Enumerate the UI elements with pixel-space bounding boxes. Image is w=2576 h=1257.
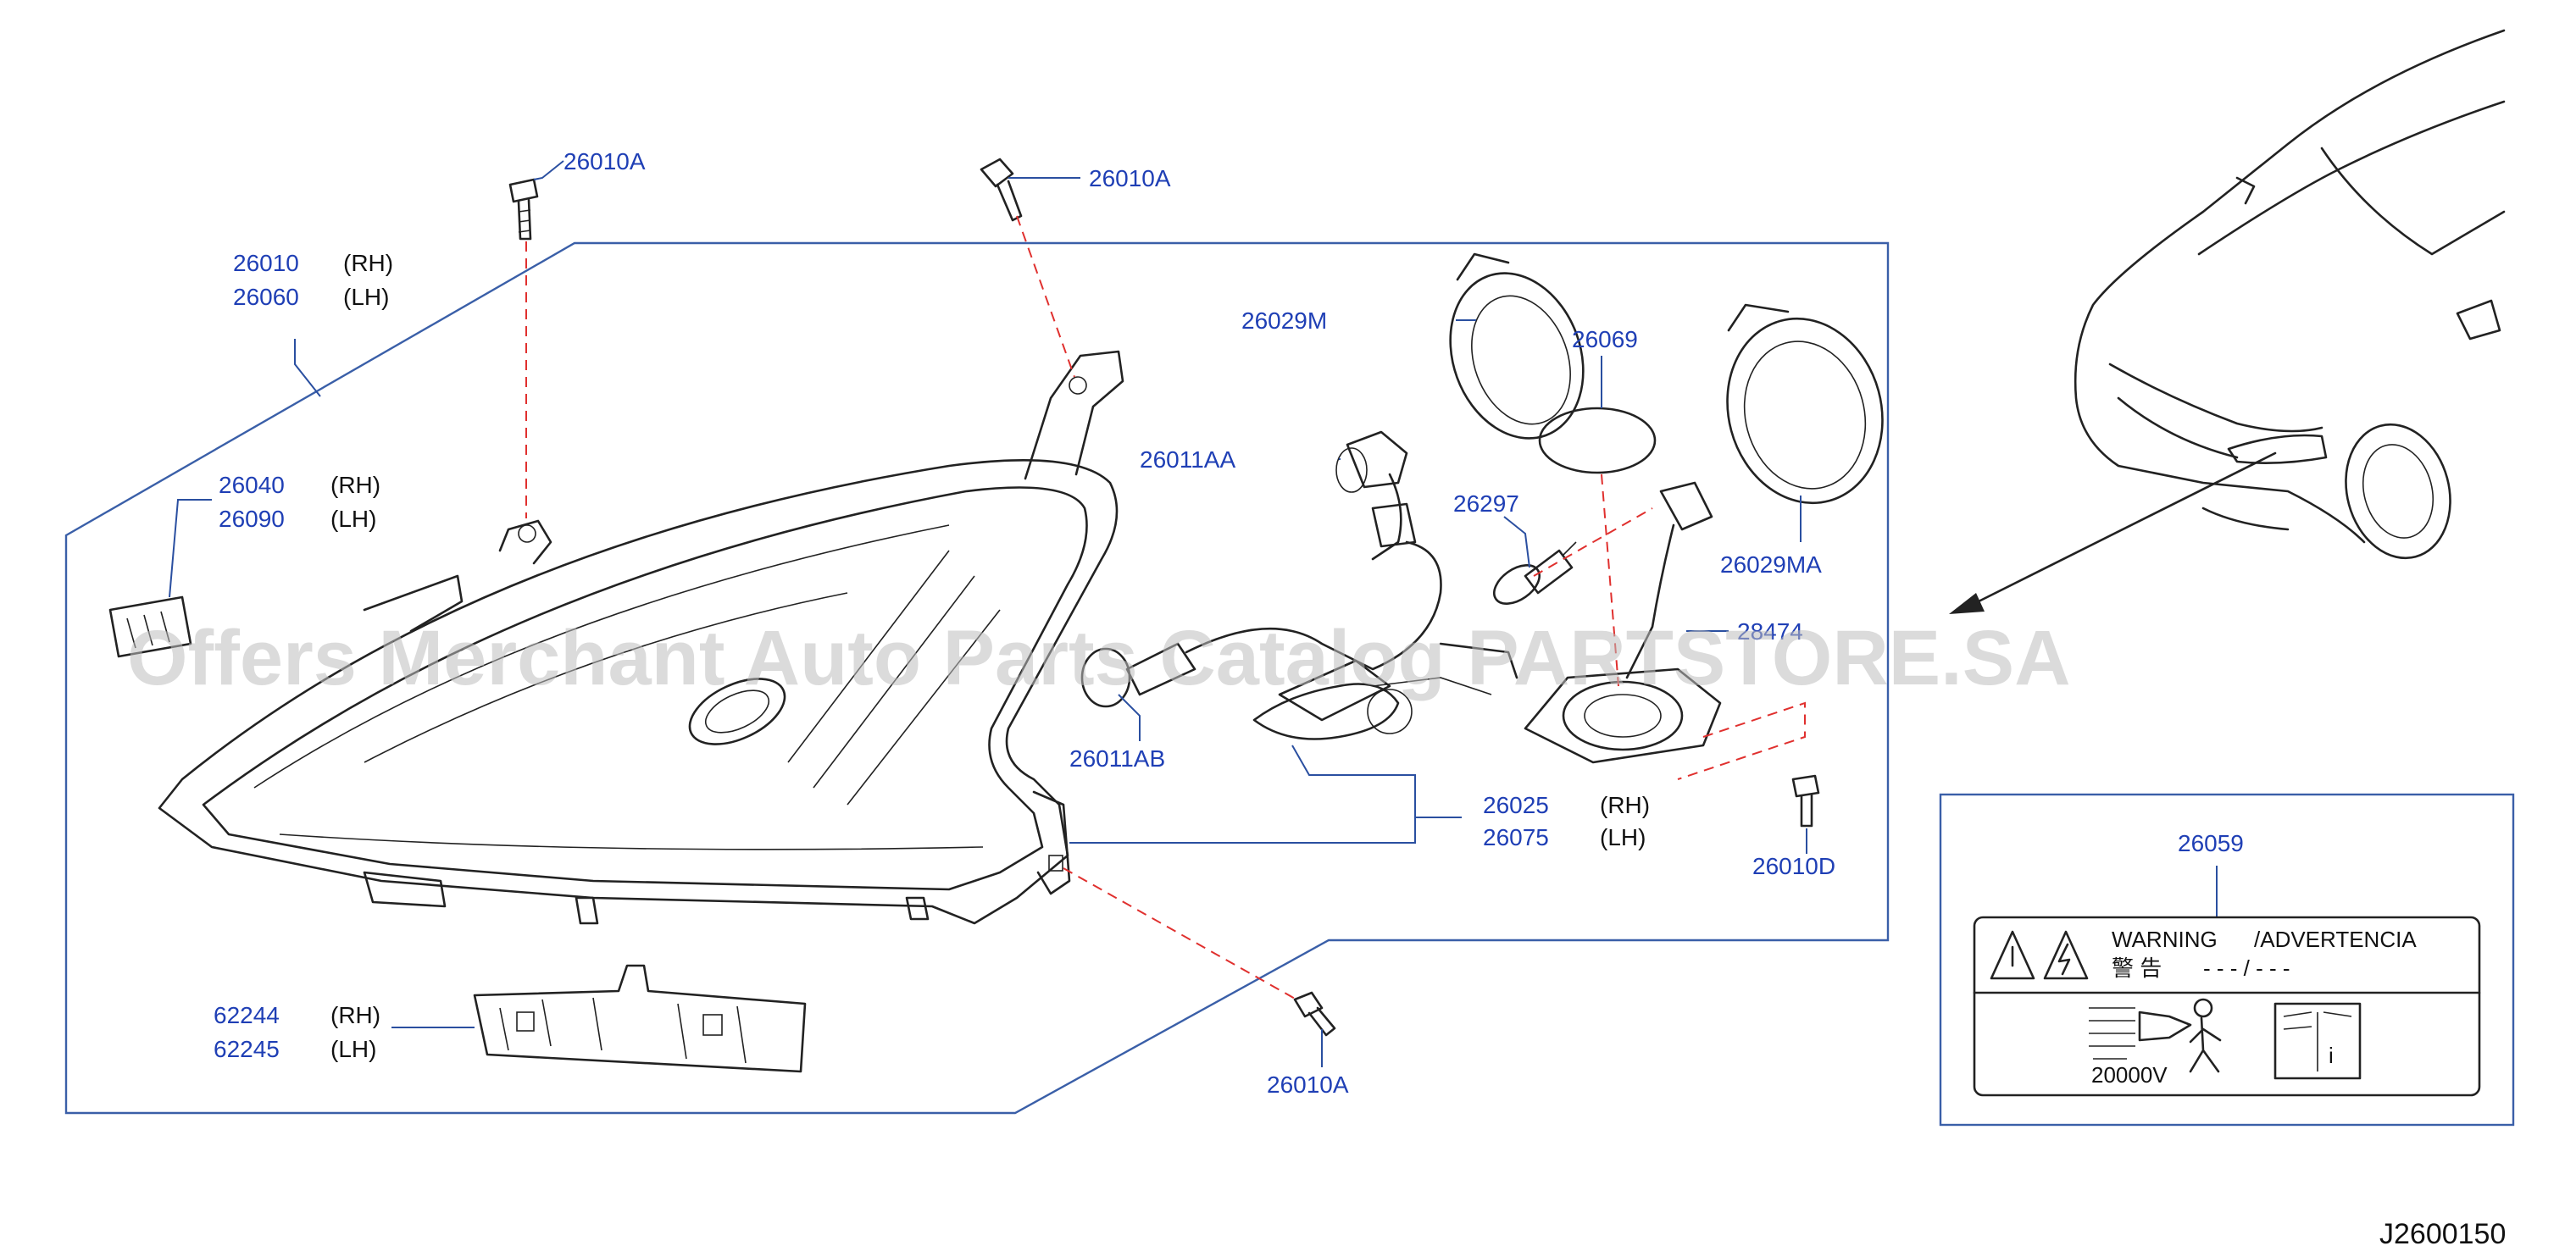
callout-26029M: 26029M: [1241, 307, 1327, 334]
bolt-26010A-top-center: [980, 158, 1023, 222]
hazard-pictogram-icon: [2089, 998, 2222, 1073]
label-advertencia-text: /ADVERTENCIA: [2254, 927, 2417, 952]
label-dashes-text: - - - / - - -: [2203, 955, 2290, 981]
side-lh-26060: (LH): [343, 284, 389, 310]
callout-26090: 26090: [219, 506, 285, 532]
side-rh-26010: (RH): [343, 250, 393, 276]
callout-26010D: 26010D: [1752, 853, 1835, 879]
headlamp-housing: [158, 350, 1124, 925]
side-lh-62245: (LH): [330, 1036, 376, 1062]
dash-line-3: [1063, 867, 1297, 1000]
bracket-62244: [473, 964, 807, 1073]
callout-26010: 26010: [233, 250, 299, 276]
side-rh-26040: (RH): [330, 472, 380, 498]
diagram-code: J2600150: [2379, 1218, 2506, 1250]
callout-28474: 28474: [1737, 618, 1803, 645]
car-illustration: [1949, 29, 2506, 614]
car-arrow-head: [1949, 593, 1985, 614]
callout-26029MA: 26029MA: [1720, 551, 1822, 578]
callout-62245: 62245: [214, 1036, 280, 1062]
callout-26011AB: 26011AB: [1069, 745, 1165, 772]
label-warning-text: WARNING: [2112, 927, 2218, 952]
side-rh-62244: (RH): [330, 1002, 380, 1028]
label-26059-frame: [1939, 793, 2515, 1127]
dust-cover-26029MA: [1726, 303, 1884, 505]
callout-26025: 26025: [1483, 792, 1549, 818]
callout-26010A-bottom: 26010A: [1267, 1071, 1349, 1098]
label-japanese-text: 警 告: [2112, 955, 2162, 981]
manual-book-icon: i: [2273, 1002, 2362, 1080]
dash-line-2: [1016, 215, 1075, 378]
bulb-26011AB: [1080, 642, 1196, 708]
callout-26010A-top-left: 26010A: [564, 148, 646, 174]
dust-cover-26029M: [1449, 252, 1585, 440]
warning-label-26059: i: [1973, 916, 2481, 1097]
warning-triangle-icon: [1990, 930, 2035, 980]
bolt-26010A-top-left: [508, 178, 539, 241]
side-lh-26090: (LH): [330, 506, 376, 532]
callout-26010A-top-center: 26010A: [1089, 165, 1171, 191]
bulb-26297: [1493, 541, 1577, 605]
callout-26059: 26059: [2178, 830, 2244, 856]
svg-text:i: i: [2329, 1043, 2334, 1068]
callout-26075: 26075: [1483, 824, 1549, 850]
callout-26297: 26297: [1453, 490, 1519, 517]
connector-26040: [108, 595, 192, 658]
callout-26040: 26040: [219, 472, 285, 498]
harness-26025: [1185, 540, 1518, 740]
dash-line-4: [1601, 473, 1619, 687]
bulb-26011AA: [1335, 430, 1417, 561]
side-rh-26025: (RH): [1600, 792, 1650, 818]
side-lh-26075: (LH): [1600, 824, 1646, 850]
dash-line-6: [1677, 701, 1806, 780]
bolt-26010D: [1791, 774, 1820, 828]
igniter-28474: [1524, 481, 1722, 764]
callout-62244: 62244: [214, 1002, 280, 1028]
bolt-26010A-bottom: [1293, 991, 1336, 1037]
watermark-text: Offers Merchant Auto Parts Catalog PARTS…: [127, 615, 2071, 701]
dash-line-5: [1533, 507, 1653, 577]
callout-26060: 26060: [233, 284, 299, 310]
callout-26011AA: 26011AA: [1140, 446, 1235, 473]
callout-26069: 26069: [1572, 326, 1638, 352]
assembly-frame: [64, 241, 1890, 1115]
high-voltage-icon: [2043, 930, 2089, 980]
o-ring-26069: [1538, 407, 1657, 474]
leader-lines: [169, 160, 2218, 1067]
label-voltage-text: 20000V: [2091, 1062, 2168, 1088]
